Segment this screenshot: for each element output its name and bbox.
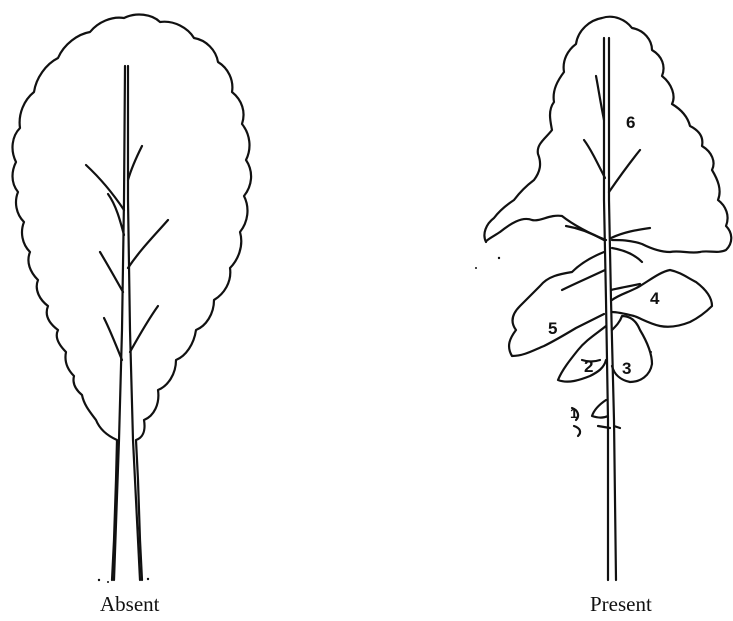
leaf-present-midrib-right — [609, 38, 616, 580]
leaf-present-vein-h — [612, 248, 642, 262]
leaf-present-vein-c — [609, 150, 640, 192]
lobe-label-1: 1 — [570, 405, 578, 421]
lobe-label-3: 3 — [622, 359, 631, 378]
leaf-present-lobe-5-outline — [509, 252, 604, 356]
lobe-label-5: 5 — [548, 319, 557, 338]
leaf-present-lobe-6-outline — [484, 17, 731, 253]
lobe-label-6: 6 — [626, 113, 635, 132]
lobe-label-2: 2 — [584, 357, 593, 376]
leaf-present-vein-a — [596, 76, 604, 120]
lobe-label-4: 4 — [650, 289, 660, 308]
leaf-present-lobe-3-outline — [612, 316, 652, 382]
leaf-present-vein-d — [566, 226, 604, 240]
caption-absent: Absent — [100, 592, 250, 617]
leaf-present-vein-e — [611, 228, 650, 238]
caption-present: Present — [590, 592, 710, 617]
leaf-present-lobe-1-outline — [592, 400, 608, 418]
leaf-present-lobe-4-outline — [612, 270, 712, 327]
leaf-present-vein-b — [584, 140, 605, 178]
